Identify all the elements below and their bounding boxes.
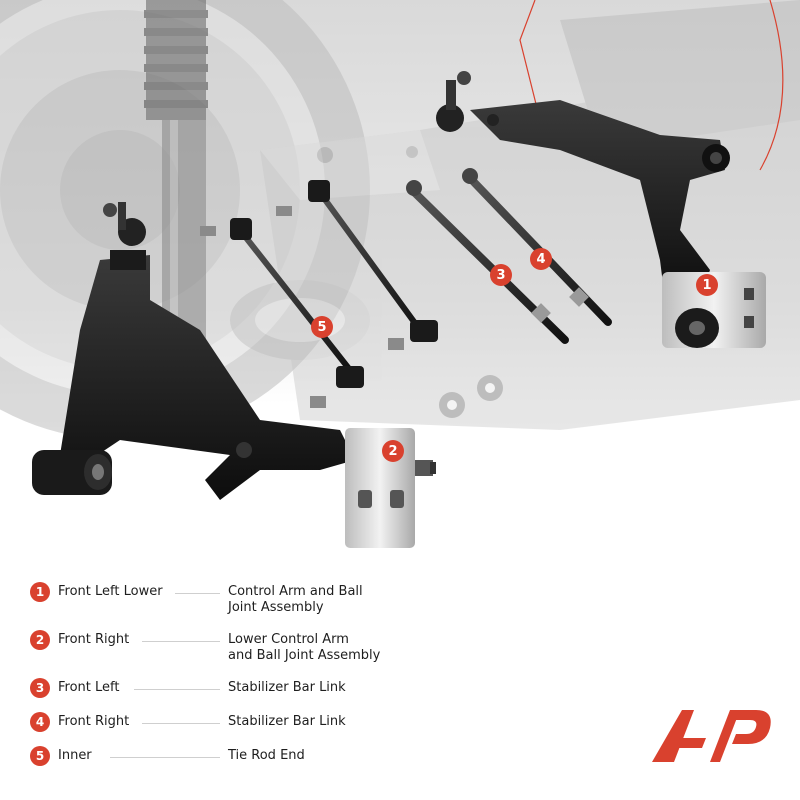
legend-description: Control Arm and Ball Joint Assembly — [228, 584, 363, 615]
legend-number-badge: 5 — [30, 746, 50, 766]
legend-position: Front Left Lower — [58, 584, 163, 599]
legend-description: Lower Control Arm and Ball Joint Assembl… — [228, 632, 381, 663]
stabilizer-link-5 — [200, 218, 364, 408]
washers — [439, 375, 503, 418]
legend-number-badge: 3 — [30, 678, 50, 698]
legend-description: Tie Rod End — [228, 748, 305, 763]
tie-rod-3 — [406, 180, 569, 344]
legend-divider — [134, 689, 220, 690]
legend-divider — [175, 593, 220, 594]
callout-4: 4 — [530, 248, 552, 270]
callout-2: 2 — [382, 440, 404, 462]
legend-description: Stabilizer Bar Link — [228, 714, 346, 729]
accent-line — [519, 0, 541, 121]
legend-position: Front Right — [58, 632, 130, 647]
callout-5: 5 — [311, 316, 333, 338]
a-premium-logo-icon — [652, 710, 771, 762]
legend-description: Stabilizer Bar Link — [228, 680, 346, 695]
legend-number-badge: 1 — [30, 582, 50, 602]
legend-divider — [110, 757, 220, 758]
control-arm-front-left-lower — [436, 71, 766, 348]
legend-number-badge: 2 — [30, 630, 50, 650]
stabilizer-link-second — [276, 180, 438, 350]
control-arm-front-right-lower — [32, 202, 436, 548]
legend-number-badge: 4 — [30, 712, 50, 732]
legend-position: Front Right — [58, 714, 130, 729]
callout-1: 1 — [696, 274, 718, 296]
legend-divider — [142, 723, 220, 724]
legend-position: Front Left — [58, 680, 120, 695]
legend-position: Inner — [58, 748, 92, 763]
callout-3: 3 — [490, 264, 512, 286]
legend-divider — [142, 641, 220, 642]
